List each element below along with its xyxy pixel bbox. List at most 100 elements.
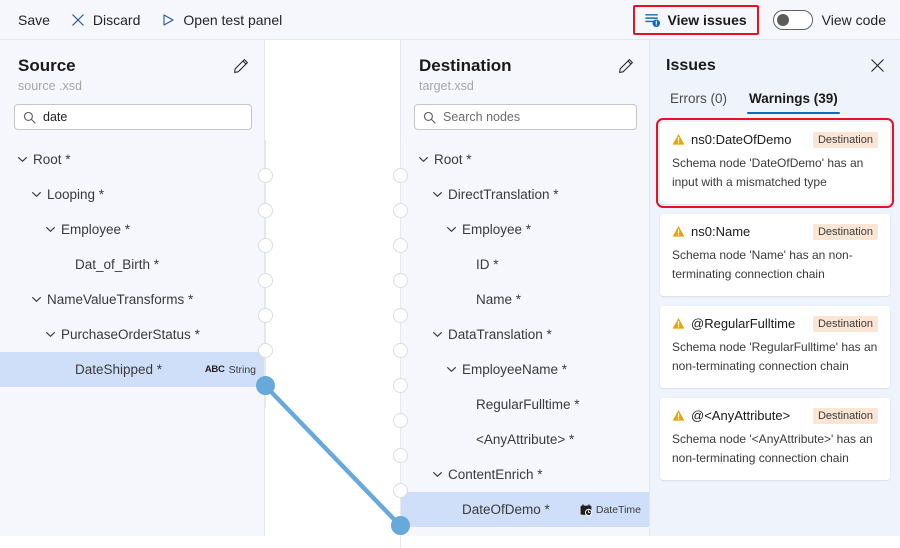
source-connector-port[interactable] bbox=[255, 376, 275, 395]
view-issues-button[interactable]: View issues bbox=[635, 7, 757, 33]
tree-node-row[interactable]: Root * bbox=[401, 142, 649, 177]
chevron-down-icon[interactable] bbox=[431, 328, 444, 341]
view-issues-highlight-box: View issues bbox=[632, 4, 759, 35]
issue-node-name-group: @RegularFulltime bbox=[672, 316, 795, 331]
tree-node-label: Name * bbox=[476, 292, 522, 307]
open-test-panel-button[interactable]: Open test panel bbox=[150, 5, 292, 35]
tree-node-row[interactable]: RegularFulltime * bbox=[401, 387, 649, 422]
source-connector-port[interactable] bbox=[257, 168, 273, 183]
destination-connector-port[interactable] bbox=[392, 168, 408, 183]
source-edit-pencil-icon[interactable] bbox=[232, 57, 250, 75]
tree-node-row[interactable]: Dat_of_Birth * bbox=[0, 247, 264, 282]
source-connector-port[interactable] bbox=[257, 238, 273, 253]
warning-icon bbox=[672, 225, 685, 238]
tree-node-row[interactable]: NameValueTransforms * bbox=[0, 282, 264, 317]
destination-connector-port[interactable] bbox=[392, 238, 408, 253]
issues-close-icon[interactable] bbox=[868, 56, 886, 74]
source-search-input[interactable] bbox=[43, 110, 243, 124]
tree-node-row[interactable]: Employee * bbox=[401, 212, 649, 247]
tree-node-label: DateOfDemo * bbox=[462, 502, 550, 517]
save-button[interactable]: Save bbox=[8, 5, 60, 35]
tree-node-label: Employee * bbox=[462, 222, 532, 237]
source-search-box[interactable] bbox=[14, 104, 252, 130]
issue-scope-badge: Destination bbox=[812, 316, 878, 332]
warning-icon bbox=[672, 409, 685, 422]
tree-node-row[interactable]: EmployeeName * bbox=[401, 352, 649, 387]
chevron-down-icon[interactable] bbox=[431, 188, 444, 201]
source-connector-port[interactable] bbox=[257, 343, 273, 358]
tree-node-row[interactable]: PurchaseOrderStatus * bbox=[0, 317, 264, 352]
issue-node-name: ns0:Name bbox=[691, 224, 751, 239]
issue-node-name: @RegularFulltime bbox=[691, 316, 796, 331]
issue-scope-badge: Destination bbox=[812, 132, 878, 148]
source-connector-port[interactable] bbox=[257, 308, 273, 323]
tree-node-label: Root * bbox=[434, 152, 472, 167]
destination-node-tree: Root * DirectTranslation * Employee * ID * N… bbox=[401, 142, 649, 527]
issues-panel-title: Issues bbox=[666, 57, 716, 74]
view-code-toggle[interactable] bbox=[772, 9, 813, 30]
tree-node-label: DirectTranslation * bbox=[448, 187, 559, 202]
play-triangle-icon bbox=[160, 12, 176, 28]
mapping-workspace: Source source .xsd Root *Looping *Employ… bbox=[0, 39, 900, 548]
tree-node-row[interactable]: DirectTranslation * bbox=[401, 177, 649, 212]
destination-search-box[interactable] bbox=[414, 104, 637, 130]
issue-node-name: ns0:DateOfDemo bbox=[691, 132, 792, 147]
tree-node-row[interactable]: <AnyAttribute> * bbox=[401, 422, 649, 457]
tree-node-row[interactable]: Employee * bbox=[0, 212, 264, 247]
tree-node-label: EmployeeName * bbox=[462, 362, 568, 377]
issue-node-name-group: @<AnyAttribute> bbox=[672, 408, 790, 423]
source-connector-port[interactable] bbox=[257, 273, 273, 288]
chevron-down-icon[interactable] bbox=[445, 363, 458, 376]
warning-icon bbox=[672, 133, 685, 146]
discard-button[interactable]: Discard bbox=[60, 5, 150, 35]
destination-connector-port[interactable] bbox=[392, 448, 408, 463]
destination-panel-title: Destination bbox=[419, 56, 512, 75]
chevron-down-icon[interactable] bbox=[30, 188, 43, 201]
source-panel-header: Source bbox=[0, 40, 264, 76]
tree-node-row[interactable]: Looping * bbox=[0, 177, 264, 212]
chevron-down-icon[interactable] bbox=[16, 153, 29, 166]
destination-connector-port[interactable] bbox=[392, 308, 408, 323]
node-type-label: DateTime bbox=[595, 503, 641, 516]
issues-tab[interactable]: Warnings (39) bbox=[745, 87, 842, 114]
destination-connector-port[interactable] bbox=[392, 413, 408, 428]
source-connector-port[interactable] bbox=[257, 203, 273, 218]
tree-node-label: <AnyAttribute> * bbox=[476, 432, 575, 447]
chevron-down-icon[interactable] bbox=[30, 293, 43, 306]
issues-tab-strip: Errors (0) Warnings (39) bbox=[650, 76, 900, 114]
source-node-tree: Root *Looping *Employee * Dat_of_Birth * N… bbox=[0, 142, 264, 387]
destination-panel-header: Destination bbox=[401, 40, 649, 76]
destination-connector-port[interactable] bbox=[392, 273, 408, 288]
chevron-down-icon[interactable] bbox=[44, 223, 57, 236]
tree-node-row[interactable]: Root * bbox=[0, 142, 264, 177]
node-type-label: String bbox=[228, 363, 256, 376]
tree-node-row[interactable]: Name * bbox=[401, 282, 649, 317]
tree-node-row[interactable]: ID * bbox=[401, 247, 649, 282]
datetime-icon bbox=[580, 503, 592, 516]
chevron-down-icon[interactable] bbox=[431, 468, 444, 481]
chevron-down-icon[interactable] bbox=[445, 223, 458, 236]
destination-connector-port[interactable] bbox=[392, 343, 408, 358]
destination-search-input[interactable] bbox=[443, 110, 628, 124]
tree-node-row[interactable]: DataTranslation * bbox=[401, 317, 649, 352]
mapping-canvas[interactable] bbox=[265, 40, 400, 536]
chevron-down-icon[interactable] bbox=[44, 328, 57, 341]
issue-card-header: @<AnyAttribute>Destination bbox=[672, 408, 878, 424]
destination-edit-pencil-icon[interactable] bbox=[617, 57, 635, 75]
tree-node-row[interactable]: ContentEnrich * bbox=[401, 457, 649, 492]
destination-connector-port[interactable] bbox=[392, 378, 408, 393]
tree-node-label: Dat_of_Birth * bbox=[75, 257, 160, 272]
issues-tab[interactable]: Errors (0) bbox=[670, 91, 727, 106]
tree-node-row[interactable]: DateOfDemo * DateTime bbox=[401, 492, 649, 527]
destination-connector-port[interactable] bbox=[390, 516, 410, 535]
save-label: Save bbox=[18, 11, 50, 28]
destination-connector-port[interactable] bbox=[392, 203, 408, 218]
chevron-down-icon[interactable] bbox=[417, 153, 430, 166]
destination-connector-port[interactable] bbox=[392, 483, 408, 498]
tree-node-label: RegularFulltime * bbox=[476, 397, 580, 412]
